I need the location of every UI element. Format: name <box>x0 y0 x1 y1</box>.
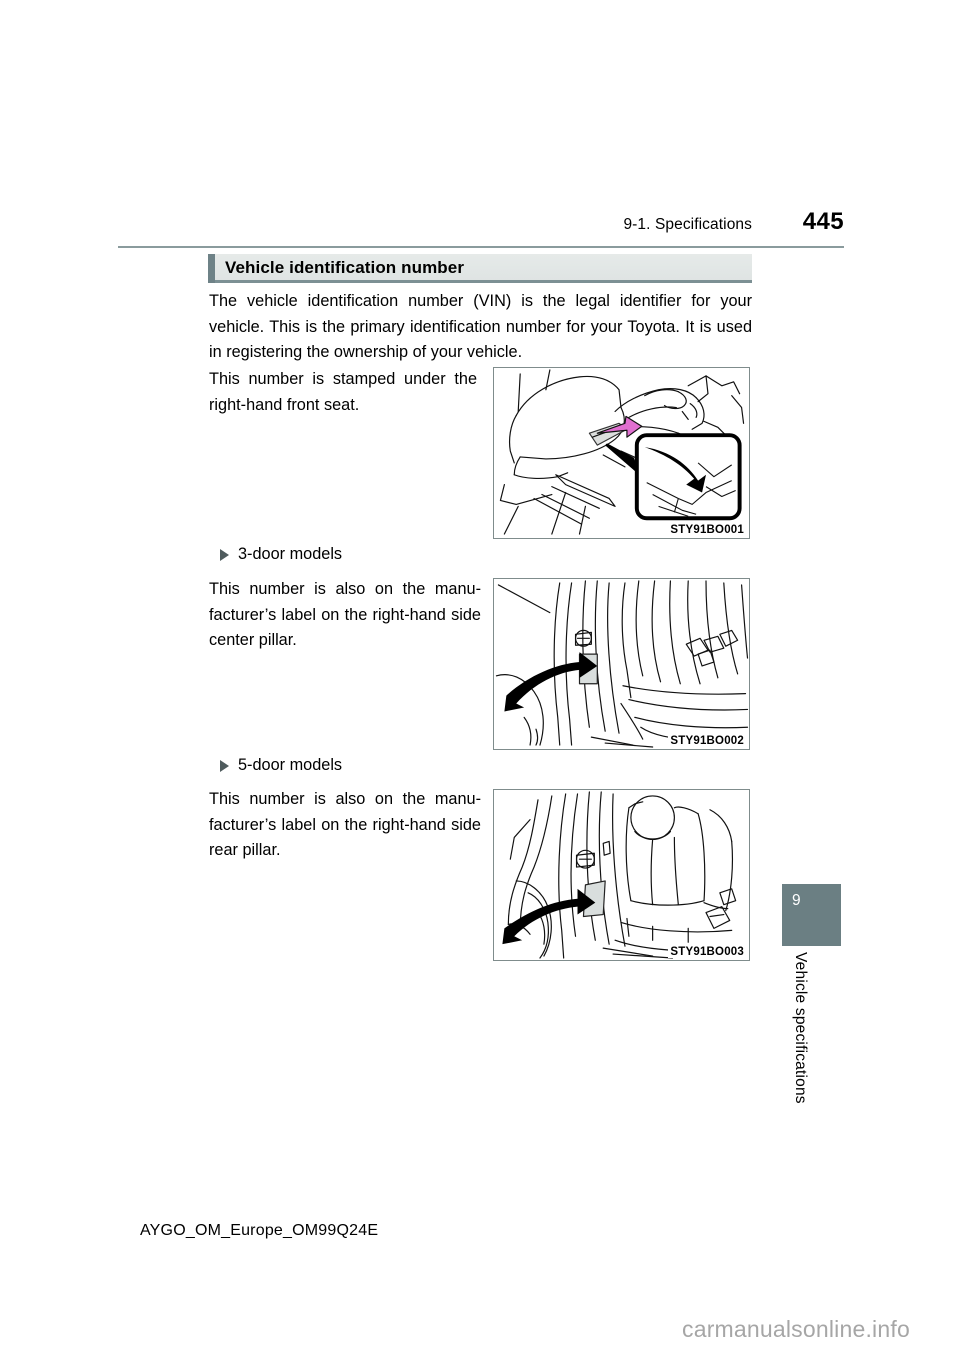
figure-caption: STY91BO003 <box>668 946 746 958</box>
section-heading-bar: Vehicle identification number <box>208 254 752 283</box>
figure-rear-pillar-label: STY91BO003 <box>493 789 750 961</box>
bullet-label: 3-door models <box>238 545 343 563</box>
three-door-paragraph: This number is also on the manu-facturer… <box>209 580 481 649</box>
site-watermark: carmanualsonline.info <box>682 1316 910 1342</box>
header-rule <box>118 246 844 248</box>
page-header: 9-1. Specifications 445 <box>118 208 844 246</box>
chapter-tab-label: Vehicle specifications <box>792 952 809 1104</box>
figure-center-pillar-label: STY91BO002 <box>493 578 750 750</box>
figure-caption: STY91BO001 <box>668 524 746 536</box>
header-chapter-title: 9-1. Specifications <box>623 216 752 233</box>
triangle-bullet-icon <box>220 548 229 561</box>
five-door-paragraph: This number is also on the manu-facturer… <box>209 790 481 859</box>
heading-accent-bar <box>208 254 215 283</box>
chapter-tab: 9 <box>782 884 841 946</box>
figure-caption: STY91BO002 <box>668 735 746 747</box>
figure-2-illustration <box>495 580 749 748</box>
label-location-arrow-icon <box>502 888 596 945</box>
callout-inset-frame <box>634 433 742 521</box>
figure-3-illustration <box>502 791 741 959</box>
figure-vin-front-seat: STY91BO001 <box>493 367 750 539</box>
bullet-label: 5-door models <box>238 756 343 774</box>
page-number: 445 <box>802 208 844 235</box>
inset-detail-arrow-icon <box>644 447 707 493</box>
bullet-three-door-models: 3-door models <box>220 545 342 564</box>
stamped-location-paragraph: This number is stamped under the right-h… <box>209 370 477 414</box>
bullet-five-door-models: 5-door models <box>220 756 342 775</box>
intro-paragraph: The vehicle identification number (VIN) … <box>209 292 752 361</box>
figure-1-illustration <box>499 369 745 535</box>
vin-location-arrow-icon <box>596 415 643 438</box>
chapter-tab-number: 9 <box>792 892 801 909</box>
triangle-bullet-icon <box>220 759 229 772</box>
label-location-arrow-icon <box>504 652 598 712</box>
document-code-footer: AYGO_OM_Europe_OM99Q24E <box>140 1222 379 1239</box>
section-heading-text: Vehicle identification number <box>225 258 465 277</box>
